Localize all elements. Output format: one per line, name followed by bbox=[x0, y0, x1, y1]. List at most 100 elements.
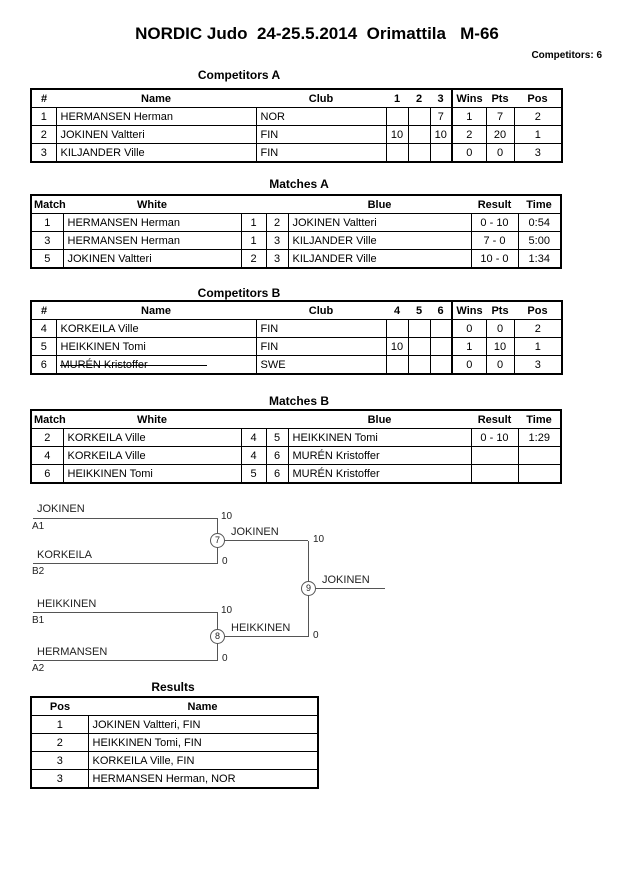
cell-name: KILJANDER Ville bbox=[55, 143, 257, 163]
cell-white: HERMANSEN Herman bbox=[62, 231, 242, 250]
competitors-b-table: # Name Club 4 5 6 Wins Pts Pos 4 KORKEIL… bbox=[30, 300, 563, 375]
cell-time: 0:54 bbox=[517, 213, 562, 232]
table-header-row: Match White Blue Result Time bbox=[31, 195, 561, 214]
cell-wins: 2 bbox=[451, 125, 487, 144]
competitors-a-table: # Name Club 1 2 3 Wins Pts Pos 1 HERMANS… bbox=[30, 88, 563, 163]
cell-wnum: 1 bbox=[240, 231, 267, 250]
cell-m5 bbox=[407, 319, 431, 338]
cell-num: 4 bbox=[30, 319, 57, 338]
cell-club: FIN bbox=[255, 143, 387, 163]
bracket-score: 0 bbox=[222, 556, 228, 567]
col-header-name: Name bbox=[56, 301, 256, 320]
col-header-name: Name bbox=[88, 697, 318, 716]
cell-white: JOKINEN Valtteri bbox=[62, 249, 242, 269]
cell-club: FIN bbox=[255, 319, 387, 338]
table-row: 2 HEIKKINEN Tomi, FIN bbox=[30, 733, 319, 752]
results-table: Pos Name 1 JOKINEN Valtteri, FIN 2 HEIKK… bbox=[30, 696, 319, 789]
cell-name-struck: MURÉN Kristoffer bbox=[55, 355, 257, 375]
col-header-name: Name bbox=[56, 89, 256, 108]
cell-blue: MURÉN Kristoffer bbox=[287, 446, 472, 465]
col-header-blue: Blue bbox=[288, 410, 471, 429]
cell-pts: 7 bbox=[485, 107, 515, 126]
table-row: 5 JOKINEN Valtteri 2 3 KILJANDER Ville 1… bbox=[30, 249, 562, 269]
table-row: 3 KORKEILA Ville, FIN bbox=[30, 751, 319, 770]
cell-name: HEIKKINEN Tomi bbox=[55, 337, 257, 356]
bracket-line bbox=[33, 660, 217, 661]
cell-pts: 0 bbox=[485, 143, 515, 163]
competitors-count: Competitors: 6 bbox=[531, 50, 602, 61]
col-header-blue: Blue bbox=[288, 195, 471, 214]
cell-name: KORKEILA Ville bbox=[55, 319, 257, 338]
bracket-entry-name: KORKEILA bbox=[37, 549, 93, 561]
cell-time bbox=[517, 464, 562, 484]
bracket-line bbox=[33, 518, 217, 519]
cell-match: 3 bbox=[30, 231, 64, 250]
col-header-m6: 6 bbox=[430, 301, 452, 320]
cell-result: 10 - 0 bbox=[470, 249, 519, 269]
cell-match: 1 bbox=[30, 213, 64, 232]
cell-pos: 1 bbox=[513, 125, 563, 144]
bracket-line bbox=[224, 636, 308, 637]
cell-pos: 1 bbox=[513, 337, 563, 356]
table-row: 3 KILJANDER Ville FIN 0 0 3 bbox=[30, 143, 563, 163]
cell-club: FIN bbox=[255, 337, 387, 356]
cell-pos: 1 bbox=[30, 715, 89, 734]
cell-time: 5:00 bbox=[517, 231, 562, 250]
col-header-wnum bbox=[241, 195, 266, 214]
cell-name: HEIKKINEN Tomi, FIN bbox=[87, 733, 319, 752]
cell-num: 3 bbox=[30, 143, 57, 163]
bracket-score: 10 bbox=[221, 605, 233, 616]
bracket-entry-name: JOKINEN bbox=[37, 503, 85, 515]
cell-num: 6 bbox=[30, 355, 57, 375]
bracket-score: 0 bbox=[222, 653, 228, 664]
struck-name: MURÉN Kristoffer bbox=[59, 359, 207, 371]
cell-match: 5 bbox=[30, 249, 64, 269]
cell-pts: 10 bbox=[485, 337, 515, 356]
cell-pos: 3 bbox=[30, 751, 89, 770]
cell-pos: 3 bbox=[513, 143, 563, 163]
cell-m2 bbox=[407, 107, 431, 126]
col-header-wnum bbox=[241, 410, 266, 429]
cell-pos: 2 bbox=[513, 107, 563, 126]
bracket-seed-label: B2 bbox=[32, 566, 45, 577]
cell-pts: 0 bbox=[485, 319, 515, 338]
table-header-row: Pos Name bbox=[31, 697, 318, 716]
cell-pos: 2 bbox=[30, 733, 89, 752]
col-header-match: Match bbox=[31, 410, 66, 429]
table-row: 4 KORKEILA Ville FIN 0 0 2 bbox=[30, 319, 563, 338]
cell-bnum: 6 bbox=[265, 464, 289, 484]
bracket-score: 10 bbox=[313, 534, 325, 545]
cell-match: 4 bbox=[30, 446, 64, 465]
col-header-m5: 5 bbox=[408, 301, 430, 320]
match-number-circle: 8 bbox=[210, 629, 225, 644]
cell-wins: 0 bbox=[451, 355, 487, 375]
cell-bnum: 2 bbox=[265, 213, 289, 232]
cell-result: 7 - 0 bbox=[470, 231, 519, 250]
col-header-pos: Pos bbox=[514, 301, 562, 320]
table-row: 1 HERMANSEN Herman 1 2 JOKINEN Valtteri … bbox=[30, 213, 562, 232]
col-header-white: White bbox=[63, 195, 241, 214]
cell-m4: 10 bbox=[385, 337, 409, 356]
col-header-wins: Wins bbox=[451, 301, 486, 320]
cell-blue: KILJANDER Ville bbox=[287, 249, 472, 269]
cell-wnum: 2 bbox=[240, 249, 267, 269]
col-header-result: Result bbox=[471, 195, 518, 214]
cell-wnum: 4 bbox=[240, 428, 267, 447]
cell-name: HERMANSEN Herman, NOR bbox=[87, 769, 319, 789]
cell-club: NOR bbox=[255, 107, 387, 126]
col-header-m3: 3 bbox=[430, 89, 452, 108]
bracket-seed-label: A2 bbox=[32, 663, 45, 674]
col-header-match: Match bbox=[31, 195, 66, 214]
cell-blue: KILJANDER Ville bbox=[287, 231, 472, 250]
bracket-winner-name: HEIKKINEN bbox=[231, 622, 291, 634]
cell-wnum: 1 bbox=[240, 213, 267, 232]
col-header-m1: 1 bbox=[386, 89, 408, 108]
cell-wnum: 4 bbox=[240, 446, 267, 465]
cell-result: 0 - 10 bbox=[470, 213, 519, 232]
bracket-entry-name: HEIKKINEN bbox=[37, 598, 97, 610]
cell-match: 2 bbox=[30, 428, 64, 447]
cell-m1: 10 bbox=[385, 125, 409, 144]
col-header-club: Club bbox=[256, 301, 386, 320]
table-row: 1 HERMANSEN Herman NOR 7 1 7 2 bbox=[30, 107, 563, 126]
cell-wnum: 5 bbox=[240, 464, 267, 484]
